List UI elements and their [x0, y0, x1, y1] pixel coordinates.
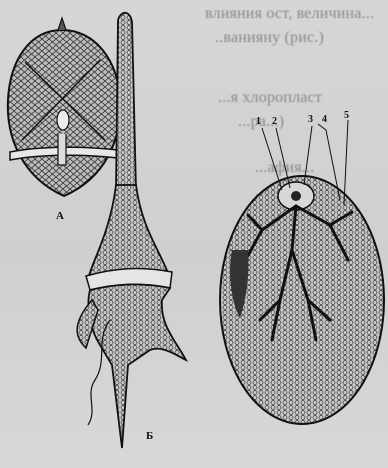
figure-label-a: А — [56, 210, 64, 222]
callout-2: 2 — [272, 116, 277, 127]
callout-4: 4 — [322, 114, 327, 125]
organism-c — [220, 120, 384, 424]
figure-label-b: Б — [146, 430, 153, 442]
callout-3: 3 — [308, 114, 313, 125]
callout-1: 1 — [256, 116, 261, 127]
organism-a — [8, 18, 120, 196]
callout-5: 5 — [344, 110, 349, 121]
